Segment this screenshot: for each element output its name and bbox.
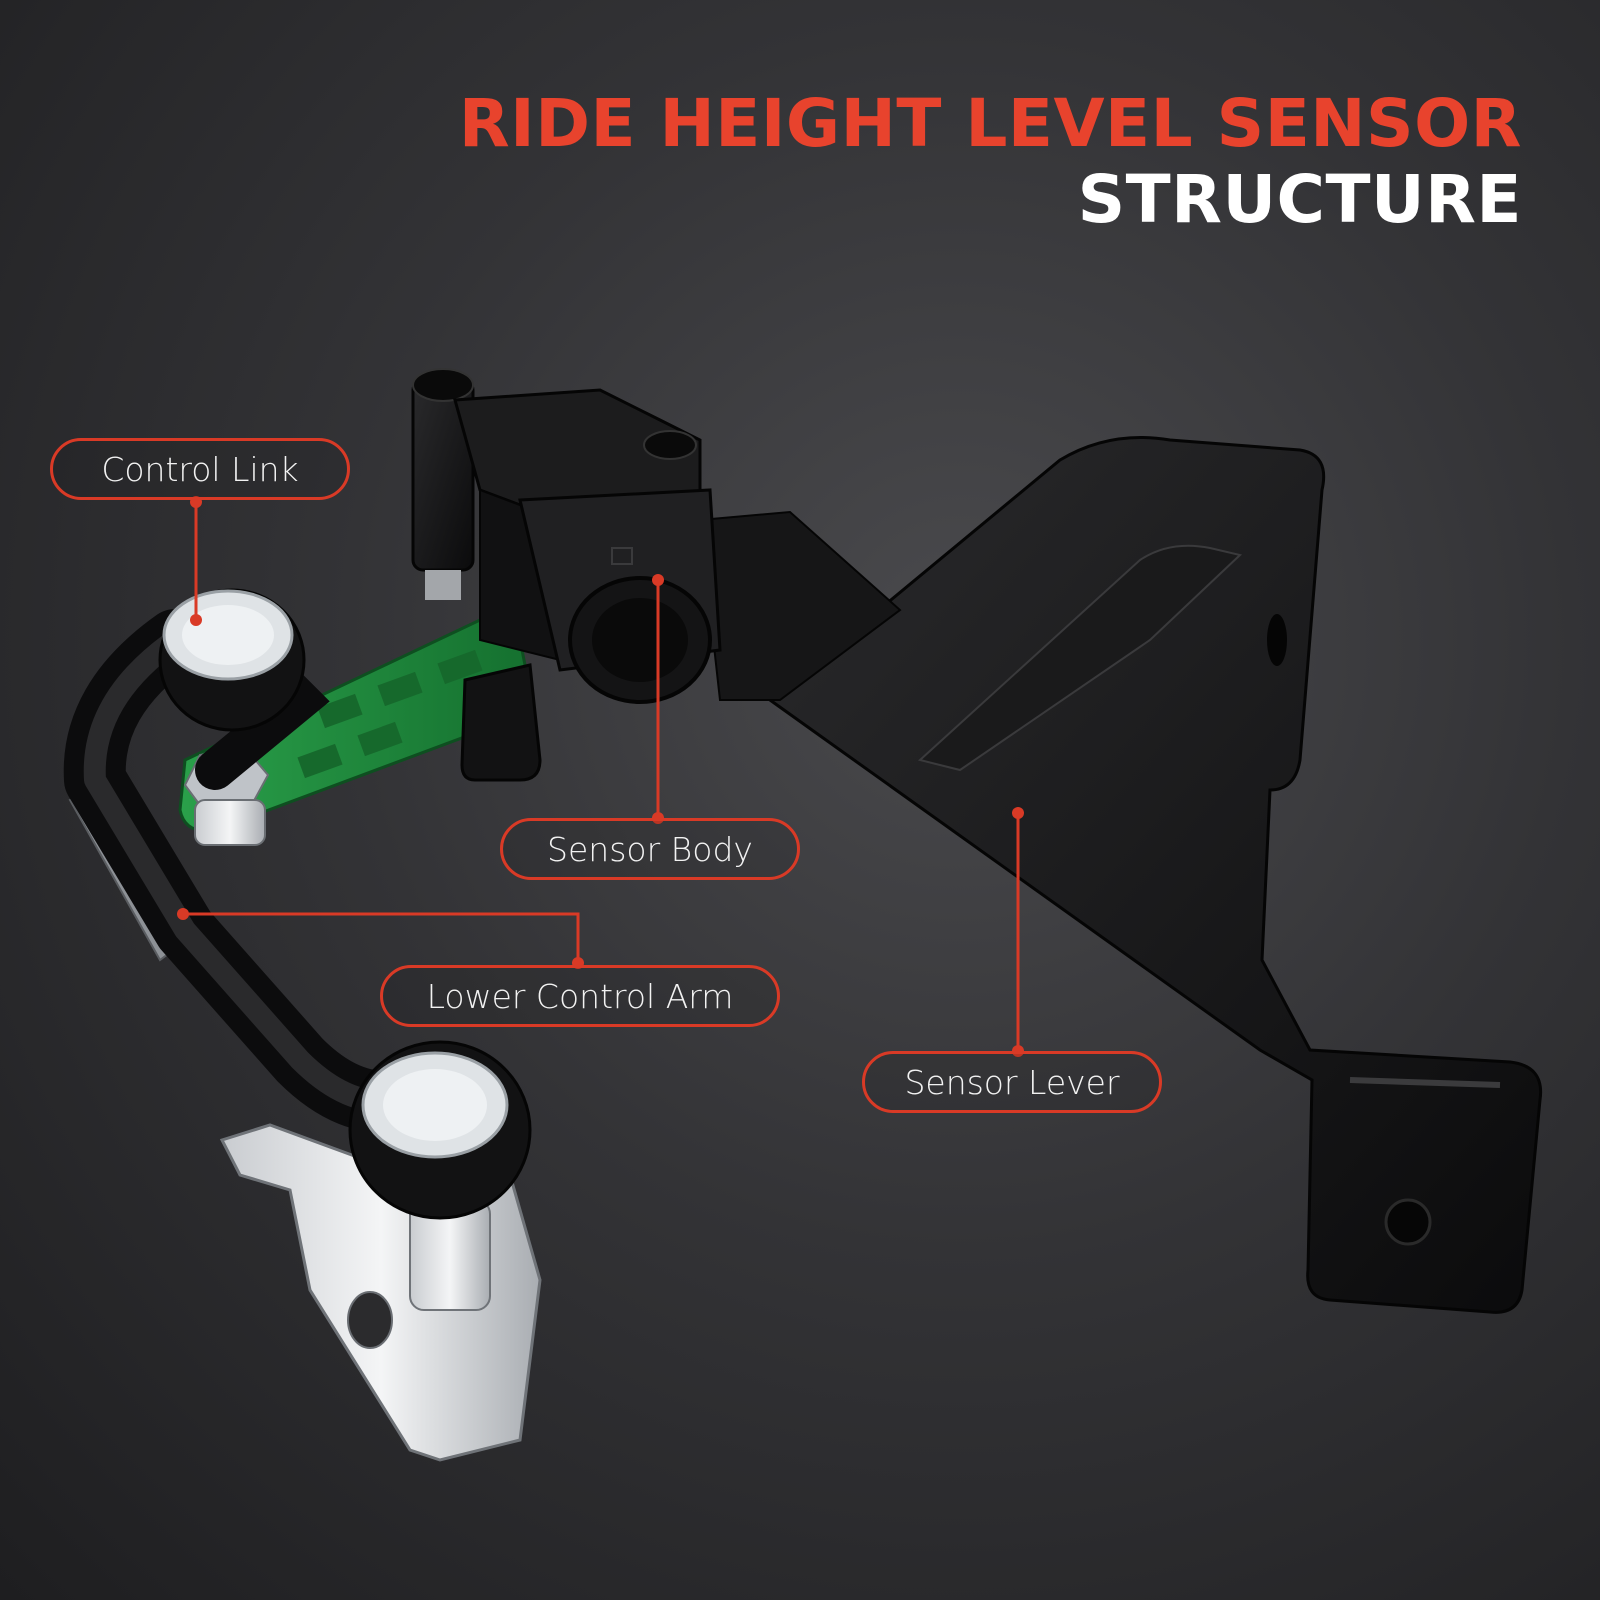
bracket-plate: [767, 436, 1543, 1314]
lower-ball-joint: [348, 1040, 532, 1220]
callout-control-link: Control Link: [50, 438, 350, 500]
page-title: RIDE HEIGHT LEVEL SENSOR STRUCTURE: [459, 86, 1522, 238]
callout-sensor-body: Sensor Body: [500, 818, 800, 880]
upper-ball-joint: [158, 588, 306, 732]
callout-lower-control-arm: Lower Control Arm: [380, 965, 780, 1027]
mount-tab: [698, 510, 902, 701]
title-line-2: STRUCTURE: [1077, 161, 1522, 238]
title-line-1: RIDE HEIGHT LEVEL SENSOR: [458, 85, 1522, 162]
callout-leaders: [183, 500, 1020, 1051]
sensor-housing: [411, 368, 722, 782]
callout-sensor-lever: Sensor Lever: [862, 1051, 1162, 1113]
